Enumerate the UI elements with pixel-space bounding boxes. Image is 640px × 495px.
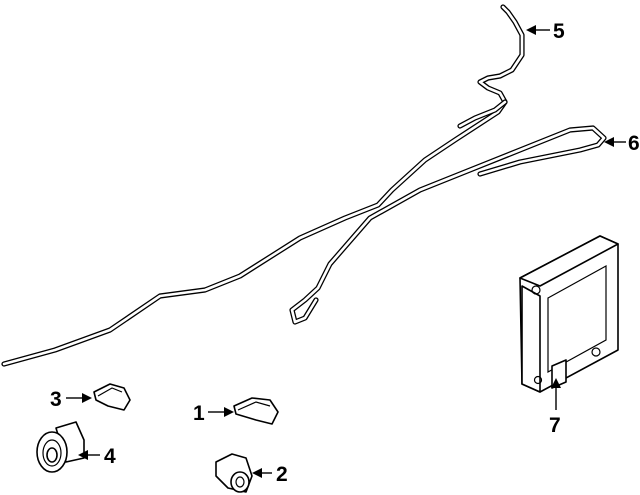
callout-5: 5: [553, 20, 565, 43]
callout-2: 2: [276, 463, 288, 486]
wire-harness-loop: [289, 125, 607, 325]
callout-3: 3: [50, 388, 62, 411]
callout-7: 7: [549, 414, 561, 437]
sensor-bezel-4: [36, 421, 85, 473]
sensor-cover-3: [93, 383, 131, 411]
callout-6: 6: [628, 132, 640, 155]
sensor-cover-1: [233, 397, 279, 425]
sensor-retainer-2: [215, 453, 253, 493]
leader-lines: [66, 25, 626, 478]
callout-1: 1: [193, 402, 205, 425]
control-module: [519, 235, 619, 393]
wire-harness-long: [1, 4, 525, 367]
callout-4: 4: [104, 445, 116, 468]
